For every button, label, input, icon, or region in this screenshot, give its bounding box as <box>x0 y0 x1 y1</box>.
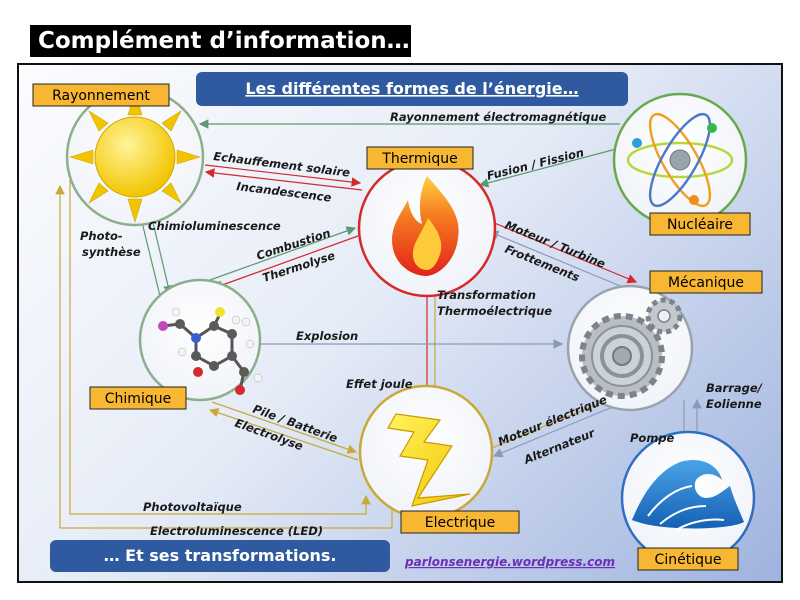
node-nucleaire <box>612 92 748 228</box>
arrow-chimique-thermique <box>209 226 357 281</box>
title-box: Les différentes formes de l’énergie… <box>196 72 628 106</box>
sun-icon <box>68 90 202 224</box>
label-effet-joule: Effet joule <box>346 377 413 391</box>
arrow-electrique-rayonnement <box>55 184 393 529</box>
arrow-chimique-electrique <box>211 401 358 454</box>
label-electrique: Electrique <box>400 510 520 534</box>
label-electroluminescence: Electroluminescence (LED) <box>150 524 323 538</box>
arrow-thermique-chimique <box>212 235 359 290</box>
page-header: Complément d’information… <box>30 25 411 57</box>
poster-subtitle: … Et ses transformations. <box>104 546 337 565</box>
flame-icon <box>392 176 459 276</box>
label-cinetique-text: Cinétique <box>655 552 722 568</box>
label-pompe: Pompe <box>630 431 675 445</box>
label-barrage-line1: Barrage/ <box>706 381 763 395</box>
label-chimique-text: Chimique <box>105 391 171 407</box>
poster-title: Les différentes formes de l’énergie… <box>245 79 578 98</box>
credit-link[interactable]: parlonsenergie.wordpress.com <box>404 555 615 569</box>
arrow-mecanique-thermique <box>488 230 631 291</box>
wave-icon <box>632 460 744 531</box>
label-thermique-text: Thermique <box>381 151 457 167</box>
lightning-icon <box>387 413 471 507</box>
arrow-rayonnement-thermique <box>204 164 362 187</box>
subtitle-box: … Et ses transformations. <box>50 540 390 572</box>
label-transformation-line1: Transformation <box>437 288 536 302</box>
arrow-rayonnement-electrique <box>69 180 371 515</box>
label-photo-line2: synthèse <box>82 245 141 259</box>
arrow-electrique-mecanique <box>491 396 614 449</box>
label-mecanique: Mécanique <box>649 270 763 294</box>
label-barrage-line2: Eolienne <box>706 397 762 411</box>
arrow-thermique-rayonnement <box>204 168 363 191</box>
node-chimique <box>138 278 263 402</box>
arrow-chimique-rayonnement <box>137 212 161 297</box>
label-mecanique-text: Mécanique <box>668 275 744 291</box>
arrow-rayonnement-chimique <box>149 209 173 296</box>
label-chimique: Chimique <box>89 386 187 410</box>
arrow-electrique-chimique <box>208 408 359 461</box>
label-cinetique: Cinétique <box>637 547 739 571</box>
molecule-icon <box>158 307 263 395</box>
label-rayonnement-electromagnetique: Rayonnement électromagnétique <box>390 110 607 124</box>
label-nucleaire-text: Nucléaire <box>667 217 733 233</box>
label-fusion-fission: Fusion / Fission <box>485 145 585 183</box>
label-explosion: Explosion <box>296 329 358 343</box>
atom-icon <box>626 112 734 208</box>
label-transformation-line2: Thermoélectrique <box>437 304 552 318</box>
arrow-thermique-mecanique <box>491 221 638 284</box>
arrow-mecanique-electrique <box>492 405 616 458</box>
label-photovoltaique: Photovoltaïque <box>143 500 242 514</box>
node-mecanique <box>566 284 694 412</box>
label-thermique: Thermique <box>366 146 474 170</box>
arrows <box>55 119 702 529</box>
label-rayonnement-text: Rayonnement <box>52 88 150 104</box>
arrow-nucleaire-thermique <box>478 147 621 188</box>
label-nucleaire: Nucléaire <box>649 212 751 236</box>
node-thermique <box>357 158 497 298</box>
label-chimioluminescence: Chimioluminescence <box>148 219 281 233</box>
node-rayonnement <box>65 87 205 227</box>
node-electrique <box>358 384 494 520</box>
gears-icon <box>579 297 683 399</box>
label-photo-line1: Photo- <box>80 229 123 243</box>
label-incandescence: Incandescence <box>236 179 333 205</box>
label-electrique-text: Electrique <box>425 515 496 531</box>
label-rayonnement: Rayonnement <box>32 83 170 107</box>
node-cinetique <box>620 430 756 566</box>
